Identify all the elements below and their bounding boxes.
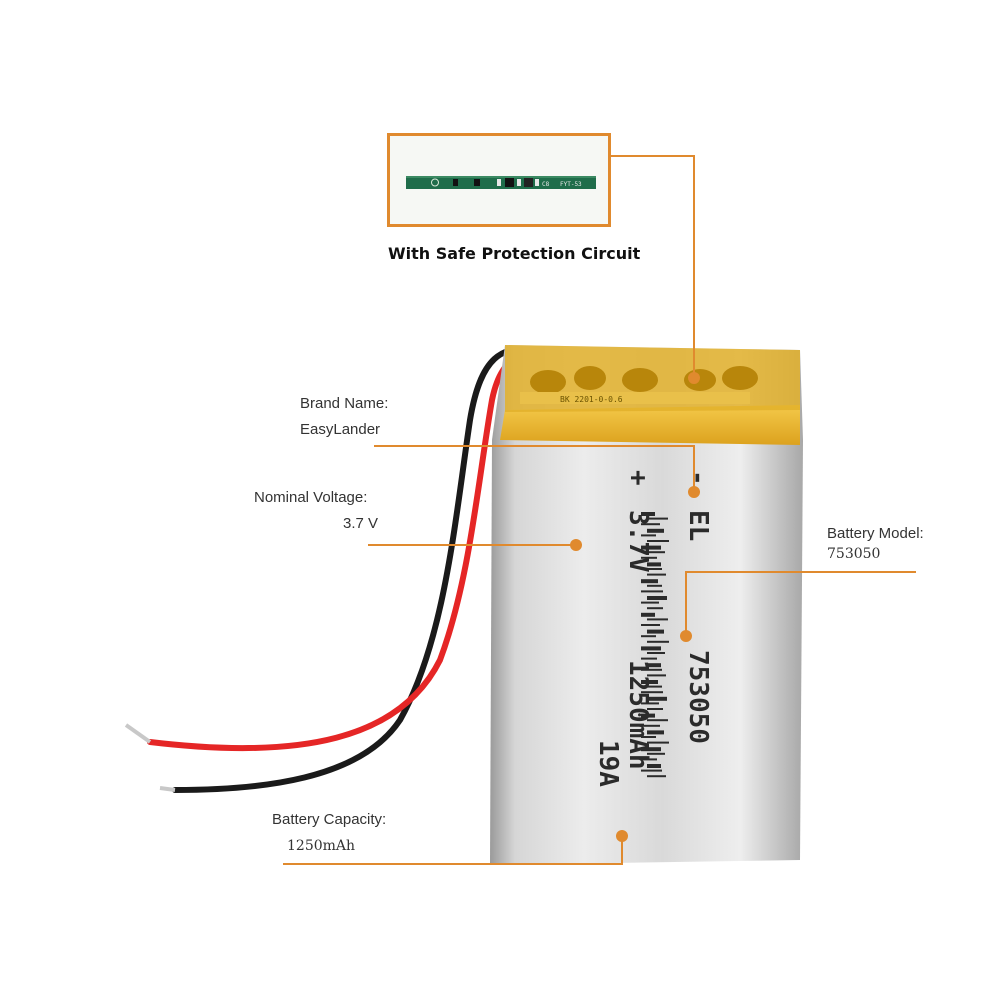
callout-dots: [570, 372, 700, 842]
barcode-bar: [641, 624, 660, 626]
barcode-bar: [647, 674, 666, 677]
battery-pouch: [490, 345, 803, 865]
barcode-bar: [647, 562, 661, 567]
barcode-bar: [647, 596, 667, 600]
barcode-bar: [647, 607, 663, 610]
pcb-image: C8 FYT-53: [406, 176, 596, 189]
barcode-bar: [647, 551, 665, 554]
pcb-mark-left: C8: [542, 181, 550, 188]
barcode-bar: [641, 545, 661, 550]
callout-lines: [283, 155, 916, 865]
barcode-bar: [641, 680, 658, 684]
brand-value: EasyLander: [300, 421, 381, 438]
protection-caption: With Safe Protection Circuit: [388, 244, 641, 263]
barcode-bar: [647, 741, 669, 744]
barcode-bar: [647, 685, 662, 688]
barcode-bar: [647, 730, 664, 735]
barcode-bar: [647, 517, 668, 520]
barcode-bar: [641, 747, 661, 752]
barcode-bar: [641, 556, 657, 559]
voltage-label: Nominal Voltage:: [254, 489, 368, 506]
barcode-bar: [641, 713, 655, 718]
barcode-bar: [641, 612, 655, 617]
voltage-value: 3.7 V: [343, 515, 379, 532]
barcode-bar: [647, 629, 664, 634]
cell-barcode: [641, 512, 669, 778]
barcode-bar: [647, 719, 668, 722]
barcode-bar: [647, 752, 665, 755]
barcode-bar: [647, 764, 661, 768]
cell-plus: +: [623, 470, 653, 486]
capacity-label: Battery Capacity:: [272, 811, 387, 828]
barcode-bar: [641, 635, 656, 638]
barcode-bar: [641, 601, 659, 604]
cell-date: 19A: [593, 740, 623, 787]
barcode-bar: [641, 691, 663, 694]
model-value: 753050: [827, 546, 881, 562]
battery-tape: [500, 405, 800, 445]
capacity-value: 1250mAh: [287, 838, 356, 854]
barcode-bar: [641, 657, 657, 660]
barcode-bar: [641, 579, 658, 584]
barcode-bar: [641, 769, 662, 772]
barcode-bar: [647, 618, 668, 621]
barcode-bar: [641, 736, 656, 738]
barcode-bar: [647, 584, 662, 587]
barcode-bar: [641, 534, 656, 537]
barcode-bar: [647, 696, 667, 701]
barcode-bar: [641, 668, 662, 671]
red-wire-tip: [124, 723, 152, 744]
brand-label: Brand Name:: [300, 395, 389, 412]
barcode-bar: [647, 528, 664, 533]
barcode-bar: [641, 590, 663, 593]
cell-model: 753050: [683, 650, 713, 744]
black-wire: [172, 345, 548, 793]
barcode-bar: [641, 568, 662, 570]
model-label: Battery Model:: [827, 525, 924, 542]
pcb-mark-right: FYT-53: [560, 181, 582, 188]
cell-print-model-group: - EL 753050: [683, 470, 713, 744]
barcode-bar: [641, 512, 655, 516]
barcode-bar: [647, 663, 661, 668]
barcode-bar: [647, 540, 669, 542]
barcode-bar: [647, 775, 666, 778]
barcode-bar: [647, 640, 669, 643]
protection-circuit-inset: C8 FYT-53: [387, 133, 611, 227]
barcode-bar: [647, 573, 666, 576]
barcode-bar: [647, 652, 665, 654]
pcb-code: BK 2201-0-0.6: [560, 395, 623, 404]
barcode-bar: [641, 724, 660, 727]
black-wire-tip: [159, 786, 176, 792]
barcode-bar: [641, 702, 659, 705]
cell-minus: -: [683, 470, 713, 486]
barcode-bar: [647, 708, 663, 710]
barcode-bar: [641, 523, 660, 526]
cell-logo: EL: [683, 510, 713, 541]
pcb-marker: [431, 178, 439, 187]
barcode-bar: [641, 646, 661, 651]
barcode-bar: [641, 758, 657, 761]
